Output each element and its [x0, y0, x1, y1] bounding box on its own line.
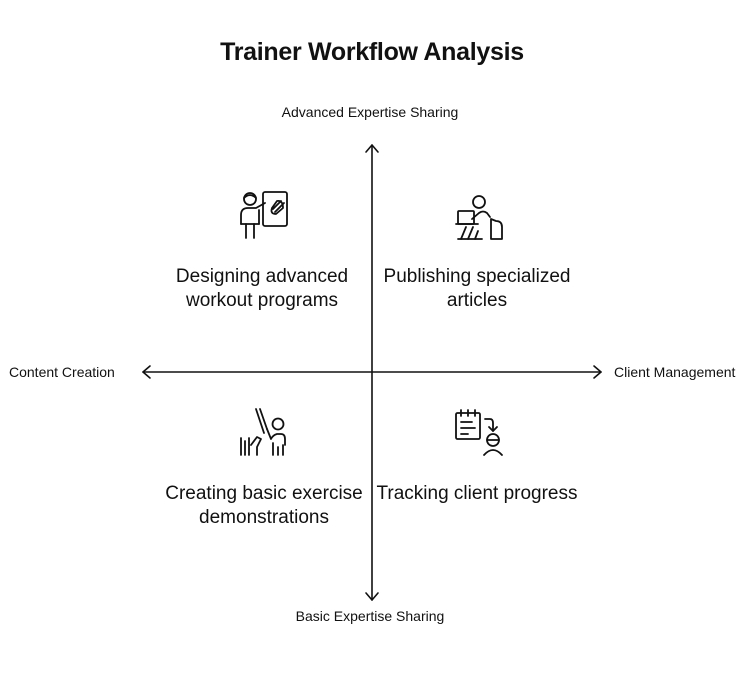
arrow-up-icon	[365, 144, 379, 153]
trainer-whiteboard-icon	[237, 188, 291, 242]
axis-label-top: Advanced Expertise Sharing	[281, 104, 459, 120]
arrow-down-icon	[365, 592, 379, 601]
diagram-title: Trainer Workflow Analysis	[220, 38, 524, 66]
axis-label-right: Client Management	[614, 364, 736, 380]
quadrant-label-top-right: Publishing specialized articles	[383, 266, 571, 311]
person-laptop-icon	[452, 191, 506, 245]
progress-clipboard-icon	[452, 405, 506, 459]
quadrant-label-bottom-left: Creating basic exercise demonstrations	[165, 483, 363, 528]
exercise-demo-icon	[237, 405, 291, 459]
axis-label-left: Content Creation	[9, 364, 115, 380]
axis-label-bottom: Basic Expertise Sharing	[295, 608, 445, 624]
arrow-right-icon	[593, 365, 602, 379]
arrow-left-icon	[142, 365, 151, 379]
quadrant-label-bottom-right: Tracking client progress	[376, 483, 578, 504]
quadrant-label-top-left: Designing advanced workout programs	[175, 266, 349, 311]
